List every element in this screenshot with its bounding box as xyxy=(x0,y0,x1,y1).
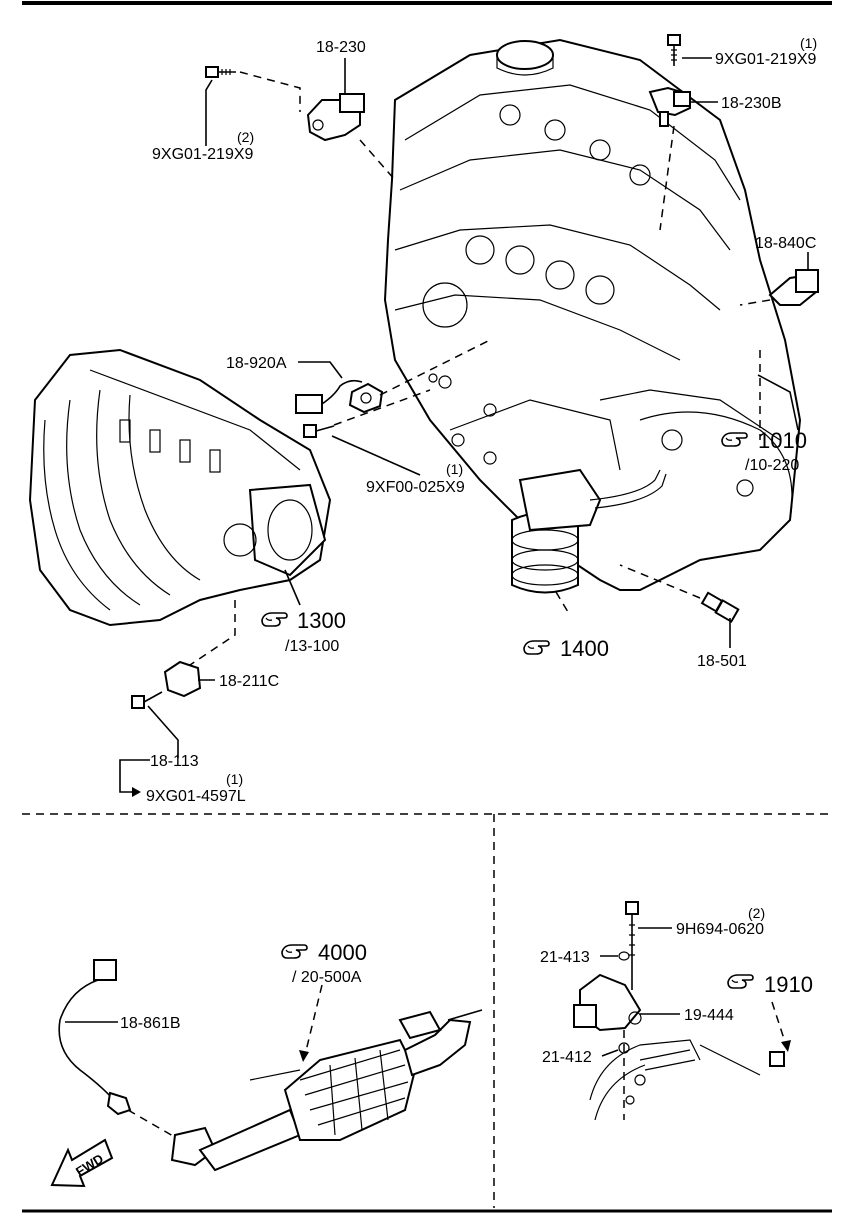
ref-4000: 4000 xyxy=(318,940,367,965)
knock-sensor-18-920a xyxy=(295,379,384,414)
bolt-9xg01-4597l xyxy=(131,691,163,709)
dashed-guide-18-920a xyxy=(333,339,491,426)
bolt-9xg01-219x9-right xyxy=(667,34,681,66)
label-18-501: 18-501 xyxy=(697,653,747,670)
label-9h694: 9H694-0620 xyxy=(676,921,764,938)
temp-sensor-18-501 xyxy=(700,591,740,623)
leader-9xg01-4597l xyxy=(119,759,150,793)
leader-21-412 xyxy=(601,1049,619,1057)
catalytic-converter xyxy=(170,1009,483,1172)
pointing-hand-icon xyxy=(727,974,754,989)
camshaft-sensor-18-230b xyxy=(648,86,692,127)
leader-18-920a xyxy=(298,361,343,379)
leader-bolt-left xyxy=(205,79,213,146)
dashed-guide-18-230b xyxy=(659,125,675,231)
label-21-412: 21-412 xyxy=(542,1049,592,1066)
dashed-guide-1300 xyxy=(189,600,236,666)
engine-block xyxy=(383,38,802,594)
dashed-guide-18-861b xyxy=(127,1109,181,1141)
pointing-hand-icon xyxy=(261,612,288,627)
sensor-19-444 xyxy=(573,973,642,1032)
label-18-113: 18-113 xyxy=(150,753,199,770)
dashed-guide-4000 xyxy=(304,984,323,1056)
label-9xf00: 9XF00-025X9 xyxy=(366,479,465,496)
sub-4000: / 20-500A xyxy=(292,969,362,986)
forward-arrow-icon xyxy=(50,1138,114,1188)
bolt-9xf00-025x9 xyxy=(303,424,335,438)
label-18-840c: 18-840C xyxy=(755,235,816,252)
qty-9h694: (2) xyxy=(748,905,765,921)
arrowhead-9xg01-4597l xyxy=(132,787,141,797)
arrowhead-1910 xyxy=(781,1040,791,1052)
leader-1300 xyxy=(284,569,301,606)
dashed-guide-18-501 xyxy=(619,564,701,599)
ref-1010: 1010 xyxy=(758,428,807,453)
ref-1910: 1910 xyxy=(764,972,813,997)
sub-1010: /10-220 xyxy=(745,457,799,474)
qty-9xg01-4597l: (1) xyxy=(226,771,243,787)
label-19-444: 19-444 xyxy=(684,1007,734,1024)
label-18-230: 18-230 xyxy=(316,39,366,56)
label-18-230b: 18-230B xyxy=(721,95,782,112)
label-9xg01-4597l: 9XG01-4597L xyxy=(146,788,246,805)
arrowhead-4000 xyxy=(299,1050,309,1062)
sensor-18-211c xyxy=(163,660,202,698)
dashed-guide-1400 xyxy=(555,591,569,613)
ref-1300: 1300 xyxy=(297,608,346,633)
pointing-hand-icon xyxy=(281,944,308,959)
leader-1010 xyxy=(757,374,799,431)
camshaft-sensor-18-230 xyxy=(306,93,365,142)
dashed-guide-18-840c xyxy=(739,299,771,306)
sub-1300: /13-100 xyxy=(285,638,339,655)
dashed-guide-1910 xyxy=(771,1001,787,1046)
leader-18-113 xyxy=(147,705,179,758)
ref-1400: 1400 xyxy=(560,636,609,661)
oxygen-sensor-18-861b xyxy=(58,959,132,1116)
label-bolt-right: 9XG01-219X9 xyxy=(715,51,817,68)
washer-21-413 xyxy=(618,951,630,961)
dashed-guide-18-230 xyxy=(239,71,396,181)
timing-cover-section xyxy=(589,1039,785,1121)
qty-bolt-left: (2) xyxy=(237,129,254,145)
label-bolt-left: 9XG01-219X9 xyxy=(152,146,254,163)
leader-9xf00 xyxy=(331,435,421,476)
pointing-hand-icon xyxy=(523,640,550,655)
qty-bolt-right: (1) xyxy=(800,35,817,51)
label-18-861b: 18-861B xyxy=(120,1015,181,1032)
intake-manifold xyxy=(28,348,332,627)
label-18-920a: 18-920A xyxy=(226,355,287,372)
label-18-211c: 18-211C xyxy=(219,673,279,690)
label-21-413: 21-413 xyxy=(540,949,590,966)
bolt-9h694-0620 xyxy=(625,901,639,990)
oil-pressure-switch-18-840c xyxy=(768,269,819,306)
bolt-9xg01-219x9-left xyxy=(205,66,236,78)
qty-9xf00: (1) xyxy=(446,461,463,477)
